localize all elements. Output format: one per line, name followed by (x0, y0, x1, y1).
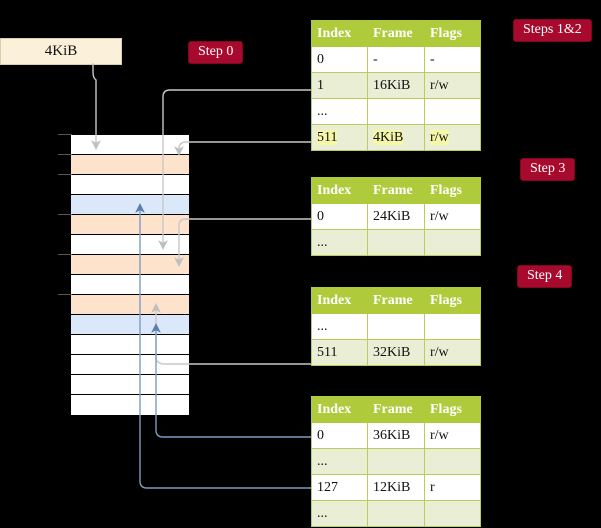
cell-frame: 32KiB (367, 339, 425, 366)
cell-flags: r/w (424, 422, 481, 449)
chip-step-3: Step 3 (520, 158, 576, 181)
cell-index: 511 (311, 339, 368, 366)
table-row: ... (311, 98, 481, 125)
cell-frame (367, 500, 425, 527)
cell-index: ... (311, 500, 368, 527)
cell-index: 0 (311, 46, 368, 73)
table-row: 1 16KiB r/w (311, 72, 481, 99)
cell-frame: 16KiB (367, 72, 425, 99)
table-row: ... (311, 229, 481, 256)
table-row: 0 - - (311, 46, 481, 73)
col-header-index: Index (311, 396, 368, 423)
col-header-flags: Flags (424, 287, 481, 314)
table-header-row: Index Frame Flags (311, 177, 481, 204)
chip-step-4: Step 4 (517, 265, 573, 288)
cell-flags-text: r/w (430, 129, 449, 145)
memory-frame-row (71, 195, 189, 215)
cell-frame: 24KiB (367, 203, 425, 230)
memory-frame-row (71, 355, 189, 375)
cell-index: 1 (311, 72, 368, 99)
cell-flags: r/w (424, 203, 481, 230)
cell-flags: r (424, 474, 481, 501)
cell-index: 511 (311, 124, 368, 151)
col-header-frame: Frame (367, 20, 425, 47)
memory-frame-row (71, 315, 189, 335)
col-header-flags: Flags (424, 396, 481, 423)
table-header-row: Index Frame Flags (311, 20, 481, 47)
memory-frame-row (71, 395, 189, 415)
memory-frame-row (71, 235, 189, 255)
col-header-index: Index (311, 20, 368, 47)
table-row: 127 12KiB r (311, 474, 481, 501)
table-row-highlighted: 511 4KiB r/w (311, 124, 481, 151)
cell-flags (424, 313, 481, 340)
memory-frame-row (71, 215, 189, 235)
memory-tick (58, 214, 72, 215)
cell-frame (367, 313, 425, 340)
cell-frame (367, 448, 425, 475)
memory-frame-row (71, 335, 189, 355)
page-table-level-0: Index Frame Flags 0 - - 1 16KiB r/w ... (311, 20, 481, 151)
memory-frame-row (71, 175, 189, 195)
memory-frame-row (71, 295, 189, 315)
table-row: ... (311, 313, 481, 340)
cell-flags (424, 500, 481, 527)
wire-table1row0-to-memory (174, 218, 311, 267)
col-header-frame: Frame (367, 287, 425, 314)
cell-index: ... (311, 448, 368, 475)
page-table-level-3: Index Frame Flags 0 36KiB r/w ... 127 12… (311, 396, 481, 527)
cell-frame (367, 229, 425, 256)
memory-frame-row (71, 135, 189, 155)
cell-flags: r/w (424, 124, 481, 151)
physical-memory-column (70, 134, 190, 415)
source-frame-box: 4KiB (0, 38, 122, 65)
col-header-frame: Frame (367, 177, 425, 204)
table-row: 0 36KiB r/w (311, 422, 481, 449)
memory-frame-row (71, 155, 189, 175)
col-header-frame: Frame (367, 396, 425, 423)
col-header-flags: Flags (424, 177, 481, 204)
cell-flags (424, 448, 481, 475)
cell-index: 0 (311, 422, 368, 449)
col-header-index: Index (311, 287, 368, 314)
memory-tick (58, 154, 72, 155)
page-table-level-1: Index Frame Flags 0 24KiB r/w ... (311, 177, 481, 256)
cell-index: ... (311, 313, 368, 340)
memory-tick (58, 254, 72, 255)
table-row: ... (311, 448, 481, 475)
cell-index: ... (311, 98, 368, 125)
table-row: 511 32KiB r/w (311, 339, 481, 366)
chip-step-0: Step 0 (188, 41, 244, 64)
cell-frame: 4KiB (367, 124, 425, 151)
cell-index: 0 (311, 203, 368, 230)
cell-frame: 12KiB (367, 474, 425, 501)
cell-frame-text: 4KiB (373, 129, 404, 145)
memory-tick (58, 134, 72, 135)
memory-frame-row (71, 375, 189, 395)
table-header-row: Index Frame Flags (311, 287, 481, 314)
cell-flags: - (424, 46, 481, 73)
cell-frame: 36KiB (367, 422, 425, 449)
memory-tick (58, 174, 72, 175)
table-row: ... (311, 500, 481, 527)
col-header-index: Index (311, 177, 368, 204)
table-header-row: Index Frame Flags (311, 396, 481, 423)
chip-steps-1-2: Steps 1&2 (513, 19, 592, 42)
col-header-flags: Flags (424, 20, 481, 47)
cell-index: ... (311, 229, 368, 256)
cell-flags (424, 229, 481, 256)
cell-index: 127 (311, 474, 368, 501)
cell-flags: r/w (424, 72, 481, 99)
wire-table0row511-to-memory (174, 141, 311, 156)
cell-flags (424, 98, 481, 125)
page-table-level-2: Index Frame Flags ... 511 32KiB r/w (311, 287, 481, 366)
memory-frame-row (71, 275, 189, 295)
table-row: 0 24KiB r/w (311, 203, 481, 230)
memory-frame-row (71, 255, 189, 275)
memory-tick (58, 294, 72, 295)
cell-index-text: 511 (317, 129, 338, 145)
cell-frame (367, 98, 425, 125)
cell-frame: - (367, 46, 425, 73)
cell-flags: r/w (424, 339, 481, 366)
